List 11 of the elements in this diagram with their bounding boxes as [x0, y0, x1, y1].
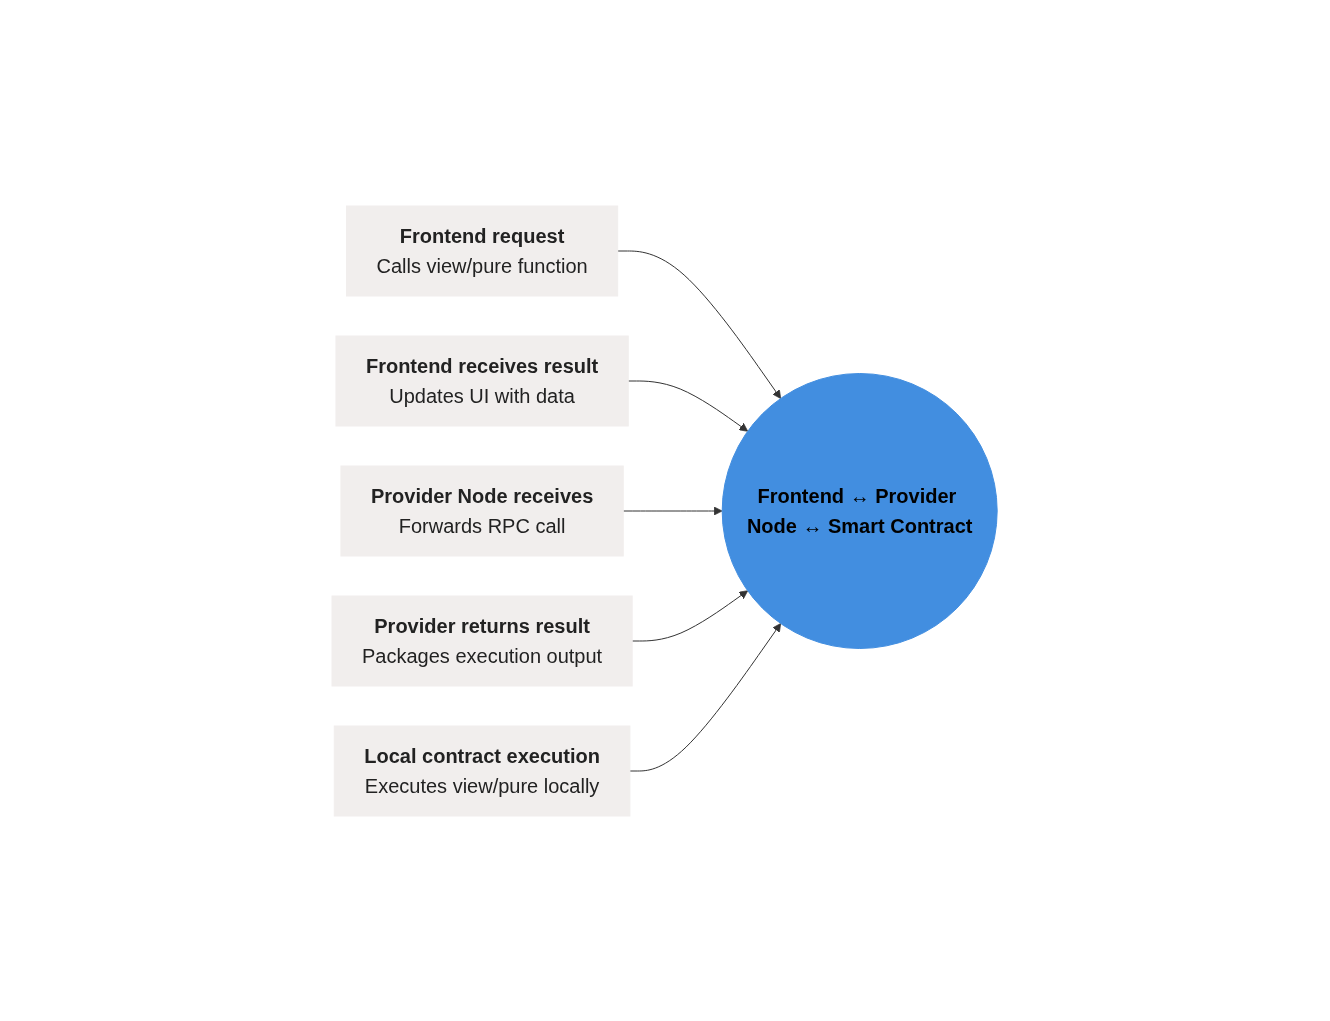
node-box: Provider returns result Packages execution output: [331, 595, 634, 686]
arrow: [628, 380, 749, 432]
arrow: [632, 589, 749, 641]
arrow: [629, 622, 782, 771]
arrow: [617, 250, 782, 399]
node-box: Local contract execution Executes view/pure locally: [334, 725, 631, 816]
node-box: Provider Node receives Forwards RPC call: [340, 465, 625, 556]
node-circle: Frontend ↔ Provider Node ↔ Smart Contract: [722, 372, 999, 649]
node-box: Frontend receives result Updates UI with data: [335, 335, 630, 426]
node-box: Frontend request Calls view/pure function: [346, 205, 619, 296]
arrow: [623, 506, 723, 515]
